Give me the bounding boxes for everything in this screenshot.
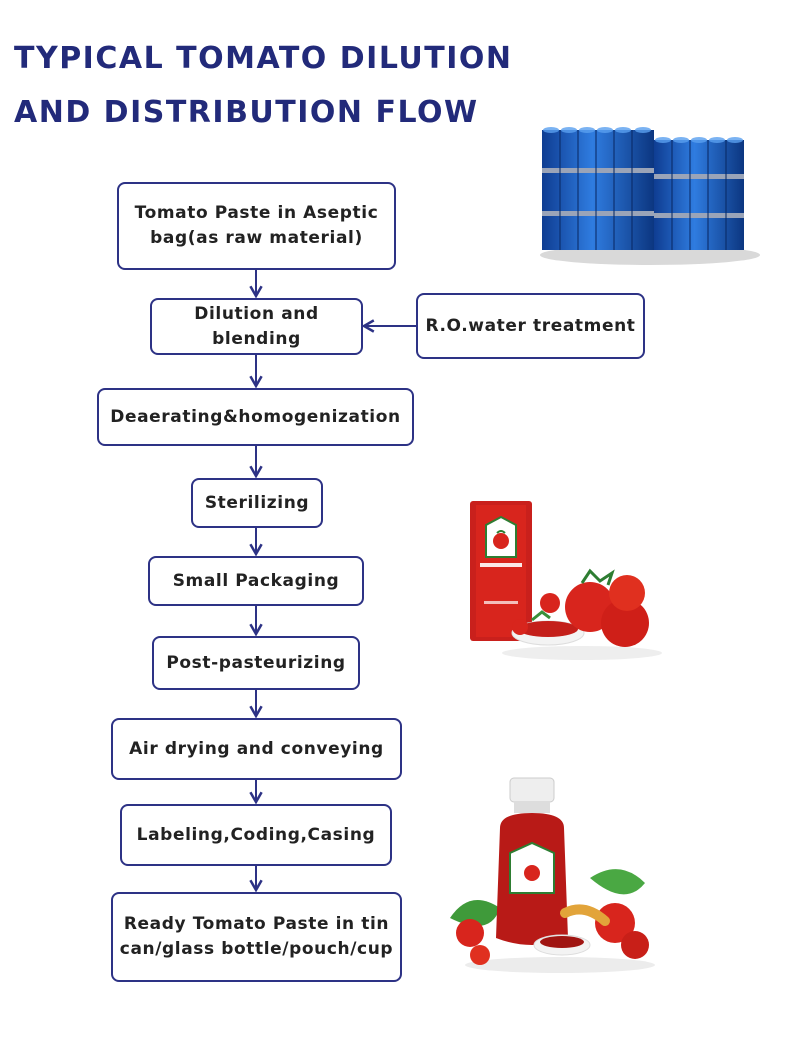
step-ready-line-1: Ready Tomato Paste in tin (123, 914, 390, 934)
page-title: TYPICAL TOMATO DILUTION AND DISTRIBUTION… (14, 32, 512, 140)
step-post-label: Post-pasteurizing (166, 652, 346, 673)
step-sterilizing-label: Sterilizing (204, 492, 310, 513)
step-dilution-blending: Dilution and blending (150, 298, 363, 355)
step-raw-material: Tomato Paste in Aseptic bag(as raw mater… (117, 182, 396, 270)
title-line-1: TYPICAL TOMATO DILUTION (14, 41, 513, 76)
step-post-pasteurizing: Post-pasteurizing (152, 636, 360, 690)
step-air-label: Air drying and conveying (129, 738, 384, 759)
step-ro-water-treatment: R.O.water treatment (416, 293, 645, 359)
step-raw-material-line-2: bag(as raw material) (150, 228, 363, 248)
step-ready-product: Ready Tomato Paste in tin can/glass bott… (111, 892, 402, 982)
step-labeling-coding-casing: Labeling,Coding,Casing (120, 804, 392, 866)
step-packaging-label: Small Packaging (172, 570, 340, 591)
title-line-2: AND DISTRIBUTION FLOW (14, 95, 479, 130)
step-dilution-line-2: blending (212, 328, 301, 349)
step-deaerating-homogenization: Deaerating&homogenization (97, 388, 414, 446)
step-ready-line-2: can/glass bottle/pouch/cup (119, 939, 394, 959)
bottle-illustration (450, 777, 655, 973)
step-raw-material-line-1: Tomato Paste in Aseptic (134, 203, 379, 223)
drums-illustration (540, 127, 760, 265)
step-labeling-label: Labeling,Coding,Casing (136, 824, 376, 845)
step-air-drying: Air drying and conveying (111, 718, 402, 780)
step-deaerating-label: Deaerating&homogenization (110, 406, 401, 427)
step-small-packaging: Small Packaging (148, 556, 364, 606)
sachet-illustration (470, 501, 662, 660)
step-sterilizing: Sterilizing (191, 478, 323, 528)
step-dilution-line-1: Dilution and (194, 303, 319, 324)
step-ro-label: R.O.water treatment (425, 315, 636, 336)
